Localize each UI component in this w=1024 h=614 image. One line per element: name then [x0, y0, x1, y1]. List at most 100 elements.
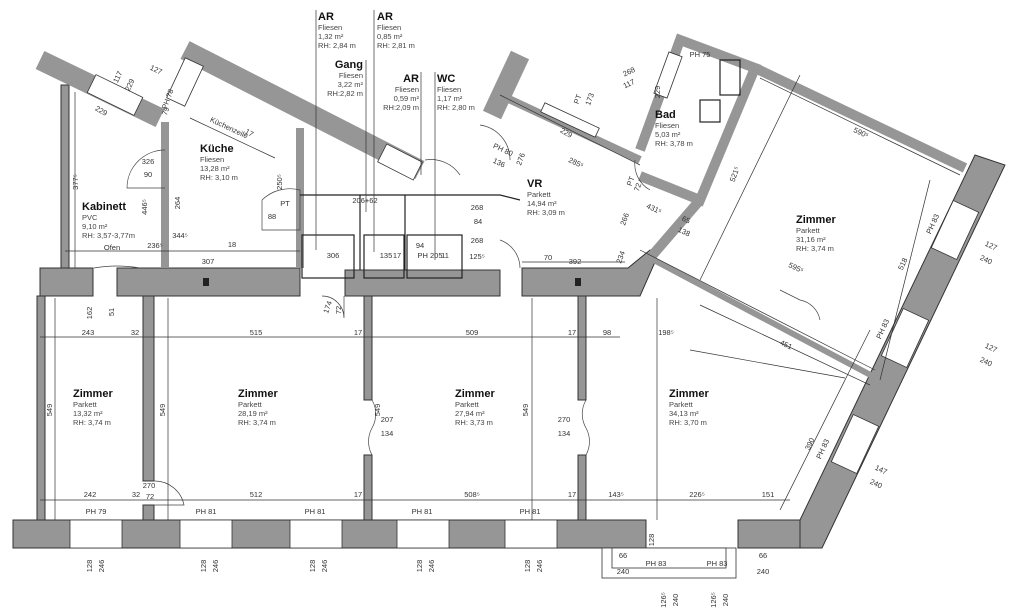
dimension-label: 446⁵ — [140, 199, 149, 215]
dimension-label: 451 — [778, 338, 793, 351]
window — [289, 519, 343, 549]
dimension-label: 136 — [491, 156, 506, 169]
window — [377, 143, 423, 181]
room-name: AR — [318, 11, 334, 23]
dimension-label: 595⁵ — [787, 260, 805, 275]
dimension-label: 508⁵ — [464, 490, 480, 499]
window — [69, 519, 123, 549]
door-swing — [93, 265, 141, 269]
partition-wall — [142, 295, 155, 482]
central-wall — [521, 249, 656, 297]
room-area: 3,22 m² — [338, 80, 364, 89]
door-swing — [779, 289, 821, 321]
partition-wall — [577, 454, 587, 521]
dimension-label: 246 — [97, 560, 106, 573]
sink-icon — [719, 59, 741, 96]
exterior-wall-north-east — [752, 63, 968, 173]
dimension-label: 65 — [680, 214, 691, 226]
room-floor: Fliesen — [395, 85, 419, 94]
dimension-label: 240 — [978, 355, 993, 368]
room-floor: Fliesen — [655, 121, 679, 130]
dimension-label: 207 — [381, 415, 394, 424]
room-height: RH: 2,81 m — [377, 41, 415, 50]
dimension-label: 270 — [143, 481, 156, 490]
dimension-label: 11 — [441, 251, 449, 260]
room-area: 5,03 m² — [655, 130, 681, 139]
dimension-label: 229 — [123, 77, 136, 92]
dimension-label: 509 — [466, 328, 479, 337]
dimension-label: 174 — [321, 300, 334, 315]
exterior-wall-south — [737, 519, 801, 549]
dimension-label: Ofen — [104, 243, 120, 252]
dimension-label: 268 — [621, 65, 636, 78]
dimension-label: 206+62 — [352, 196, 377, 205]
dimension-label: PH 75 — [690, 50, 711, 59]
room-floor: Fliesen — [318, 23, 342, 32]
dimension-label: 72 — [632, 182, 643, 193]
room-height: RH: 2,80 m — [437, 103, 475, 112]
dimension-lines — [40, 74, 961, 520]
window — [86, 74, 144, 116]
dimension-label: 512 — [250, 490, 263, 499]
dimension-label: 51 — [107, 308, 116, 316]
dimension-label: 17 — [354, 328, 362, 337]
room-floor: Parkett — [238, 400, 263, 409]
window — [504, 519, 558, 549]
dimension-label: 268 — [471, 236, 484, 245]
wc-room-outline — [406, 234, 463, 279]
toilet-icon — [699, 99, 721, 123]
dimension-label: PH 83 — [814, 438, 831, 461]
door-swing — [424, 159, 461, 176]
door-swing — [581, 399, 590, 456]
window — [166, 57, 204, 107]
room-name: Zimmer — [455, 388, 495, 400]
dimension-label: 521⁵ — [728, 165, 742, 183]
dimension-label: PT — [280, 199, 290, 208]
dimension-label: 134 — [558, 429, 571, 438]
room-area: 1,17 m² — [437, 94, 463, 103]
dimension-label: 125⁵ — [469, 252, 485, 261]
dimension-label: PT — [572, 93, 584, 105]
dimension-label: 173 — [583, 92, 596, 107]
room-area: 13,28 m² — [200, 164, 230, 173]
partition-wall — [363, 295, 373, 401]
wall-zimmer-west — [646, 196, 704, 262]
ar-room-outline — [363, 234, 405, 279]
wall-vr-north — [482, 50, 530, 120]
room-height: RH: 3,78 m — [655, 139, 693, 148]
room-name: Zimmer — [669, 388, 709, 400]
dimension-label: 17 — [393, 251, 401, 260]
wall-kabinett-west — [60, 84, 70, 269]
dimension-label: 128 — [523, 560, 532, 573]
bay-window — [611, 547, 727, 569]
dimension-label: 128 — [199, 560, 208, 573]
dimension-label: 246 — [211, 560, 220, 573]
window — [396, 519, 450, 549]
room-height: RH: 3,70 m — [669, 418, 707, 427]
dimension-label: 117 — [622, 77, 637, 90]
room-height: RH: 3,74 m — [238, 418, 276, 427]
dimension-label: 135 — [380, 251, 393, 260]
dimension-label: PH 81 — [520, 507, 541, 516]
room-floor: Parkett — [527, 190, 552, 199]
dimension-label: 90 — [144, 170, 152, 179]
dimension-label: 128 — [308, 560, 317, 573]
room-floor: Parkett — [669, 400, 694, 409]
room-floor: Parkett — [73, 400, 98, 409]
dimension-label: 127 — [148, 63, 163, 76]
room-height: RH: 3,57-3,77m — [82, 231, 135, 240]
partition-line — [300, 194, 521, 201]
room-name: Bad — [655, 109, 676, 121]
door-swing — [153, 480, 185, 506]
room-name: Zimmer — [796, 214, 836, 226]
dimension-label: 17 — [243, 127, 255, 139]
dimension-label: 549 — [521, 404, 530, 417]
